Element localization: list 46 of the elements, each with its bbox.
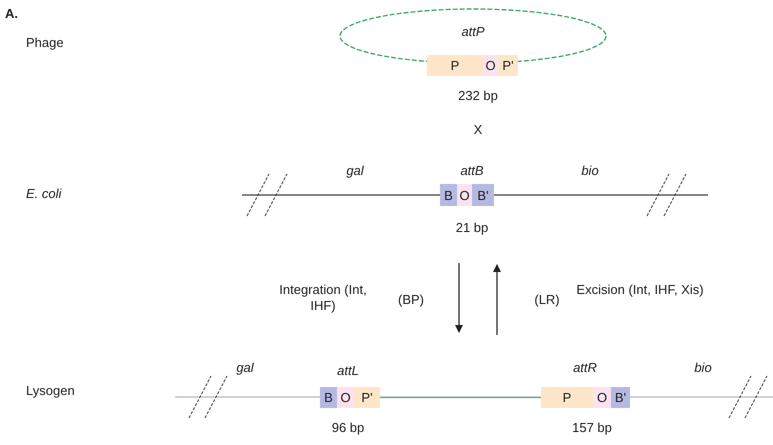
segment-label: O [459,188,470,202]
segment-label: O [340,390,351,405]
reaction-label: Integration (Int, IHF) [278,282,368,314]
cross-symbol: X [474,122,482,138]
prophage-line [380,396,541,398]
length-label: 96 bp [332,420,364,436]
sequence-segment [611,387,630,408]
row-label: Lysogen [26,383,75,399]
reaction-name: (BP) [398,292,424,308]
segment-label: O [596,390,608,405]
site-name: attR [573,360,597,376]
site-name: attL [337,363,359,379]
sequence-segment [541,387,593,408]
sequence-segment [483,55,498,76]
segment-label: O [485,58,496,73]
segment-label: P' [502,58,514,73]
length-label: 21 bp [456,220,488,236]
gene-name: bio [694,360,712,376]
panel-letter: A. [5,6,18,22]
segment-label: P [562,390,572,405]
sequence-segment [337,387,354,408]
length-label: 157 bp [572,420,612,436]
segment-label: B [444,188,453,202]
segment-label: B [324,390,333,405]
gene-name: gal [236,360,254,376]
segment-label: B' [614,390,626,405]
segment-label: P [450,58,460,73]
site-name: attP [461,24,485,40]
sequence-segment [457,184,472,206]
length-label: 232 bp [458,88,498,104]
sequence-segment [427,55,483,76]
reaction-name: (LR) [534,292,560,308]
segment-label: P' [361,390,373,405]
sequence-segment [593,387,611,408]
segment-label: B' [477,188,489,202]
site-name: attB [460,163,484,179]
gene-name: gal [346,163,364,179]
gene-name: bio [581,163,599,179]
sequence-segment [440,184,457,206]
sequence-segment [498,55,518,76]
sequence-segment [354,387,380,408]
row-label: Phage [26,35,64,51]
reaction-label: Excision (Int, IHF, Xis) [575,282,705,298]
sequence-segment [472,184,494,206]
row-label: E. coli [26,186,62,202]
sequence-segment [320,387,337,408]
